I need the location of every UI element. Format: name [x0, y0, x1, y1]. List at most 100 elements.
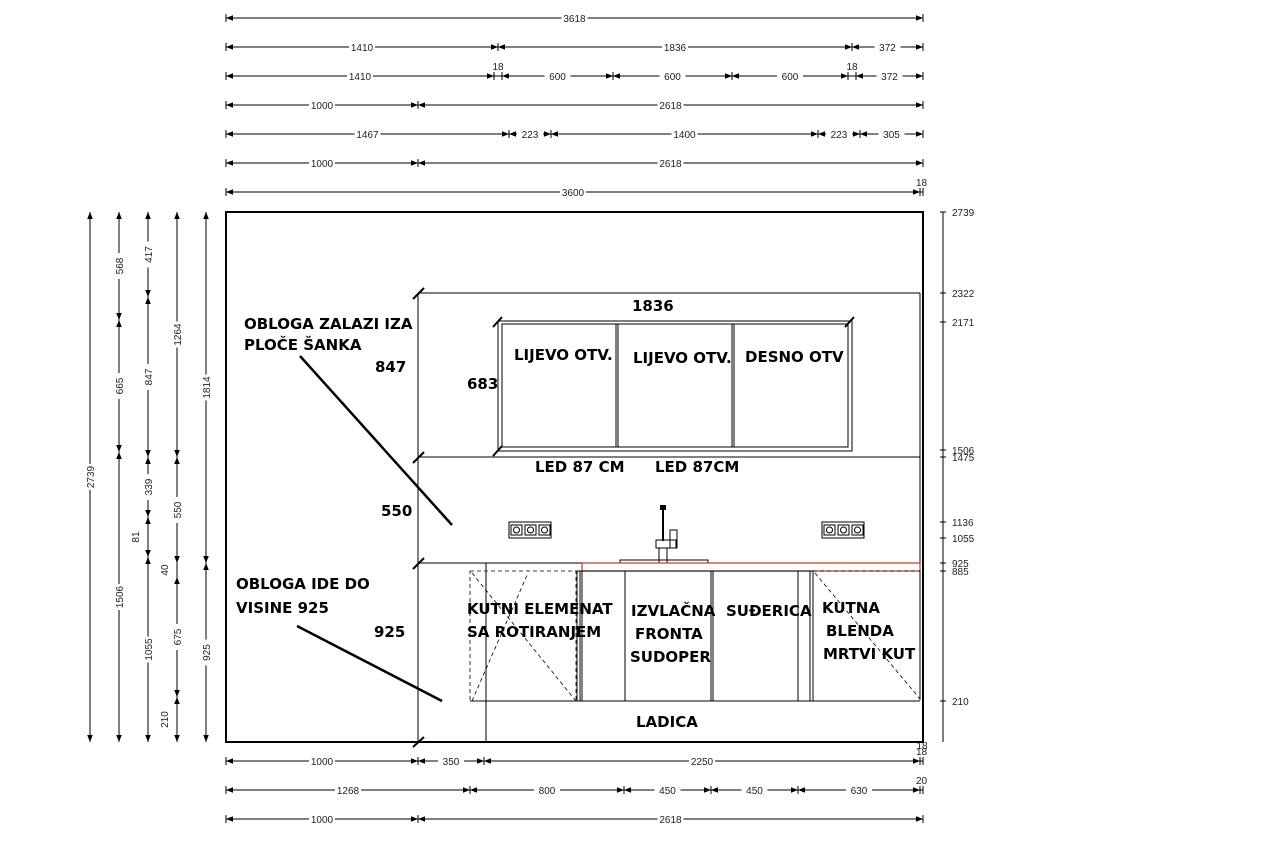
dim-label-bg	[171, 624, 183, 650]
dim-label-bg	[347, 70, 373, 81]
dim-label-bg	[846, 784, 872, 795]
dim-label-bg	[876, 70, 903, 81]
dim-label-bg	[113, 584, 125, 610]
height-550-label: 550	[381, 502, 412, 520]
dim-label-bg	[657, 813, 684, 824]
dim-label-bg	[142, 241, 154, 268]
tick-mark	[844, 316, 855, 328]
dim-label: 1506	[115, 585, 126, 608]
dim-label: 18	[492, 62, 504, 73]
level-label: 2171	[952, 318, 975, 329]
dim-label: 372	[881, 72, 898, 83]
upper-cabinet-block	[497, 320, 853, 452]
dim-label-bg	[659, 70, 686, 81]
upper-cabinet-3-label: DESNO OTV	[745, 348, 844, 366]
dim-label-bg	[561, 12, 588, 23]
dim-label: 18	[916, 747, 928, 758]
dim-label: 630	[851, 786, 868, 797]
tick-mark	[412, 451, 425, 464]
dim-label: 40	[160, 564, 171, 576]
dim-label: 18	[846, 62, 858, 73]
dim-label-bg	[671, 128, 698, 139]
dim-label-bg	[544, 70, 571, 81]
dim-label-bg	[517, 128, 543, 139]
dim-label-bg	[349, 41, 375, 52]
dim-label: 1814	[202, 376, 213, 399]
dim-label: 305	[883, 130, 900, 141]
led-label-right: LED 87CM	[655, 458, 739, 476]
dim-label: 1000	[311, 757, 334, 768]
level-label: 18	[916, 741, 928, 752]
socket-left	[508, 521, 552, 539]
upper-note-leader	[299, 355, 453, 526]
dim-label-bg	[874, 41, 901, 52]
dim-label: 81	[131, 531, 142, 543]
upper-cabinet-1-label: LIJEVO OTV.	[514, 346, 613, 364]
level-label: 925	[952, 559, 969, 570]
dim-label: 800	[539, 786, 556, 797]
dim-label: 450	[746, 786, 763, 797]
level-label: 1475	[952, 453, 975, 464]
dim-label: 2739	[86, 465, 97, 488]
height-847-label: 847	[375, 358, 406, 376]
tick-mark	[412, 287, 425, 300]
dim-label: 600	[664, 72, 681, 83]
socket-right	[821, 521, 865, 539]
dim-label: 675	[173, 628, 184, 645]
dim-label-bg	[438, 755, 464, 766]
dim-label: 847	[144, 368, 155, 385]
dim-label-bg	[689, 755, 715, 766]
blind-corner-line1: KUTNA	[822, 599, 880, 617]
dim-label-bg	[171, 321, 183, 348]
dim-label: 3600	[562, 188, 585, 199]
dim-label-bg	[878, 128, 905, 139]
dim-label: 450	[659, 786, 676, 797]
dim-label: 223	[522, 130, 539, 141]
dim-label-bg	[826, 128, 852, 139]
dim-label: 1000	[311, 159, 334, 170]
corner-unit-line1: KUTNI ELEMENAT	[467, 600, 613, 618]
lower-note-line1: OBLOGA IDE DO	[236, 575, 370, 593]
dim-label: 1000	[311, 101, 334, 112]
dim-label-bg	[309, 813, 335, 824]
dim-label: 2618	[659, 101, 682, 112]
upper-height-label: 683	[467, 375, 498, 393]
dim-label-bg	[657, 99, 684, 110]
dim-label: 1400	[673, 130, 696, 141]
dim-label: 2618	[659, 815, 682, 826]
upper-cabinet-2-label: LIJEVO OTV.	[633, 349, 732, 367]
dim-label-bg	[335, 784, 361, 795]
sink-unit-line3: SUDOPER	[630, 648, 711, 666]
dim-label-bg	[142, 474, 154, 500]
dim-label-bg	[657, 157, 684, 168]
dim-label: 1000	[311, 815, 334, 826]
upper-note-line2: PLOČE ŠANKA	[244, 335, 362, 354]
sink-unit-line2: FRONTA	[635, 625, 703, 643]
level-label: 885	[952, 567, 969, 578]
dim-label: 550	[173, 501, 184, 518]
upper-cabinet-inner	[501, 323, 849, 448]
dim-label-bg	[171, 497, 183, 523]
dim-label-bg	[200, 639, 212, 666]
dim-label-bg	[662, 41, 688, 52]
dim-label: 417	[144, 246, 155, 263]
level-label: 210	[952, 697, 969, 708]
dim-label: 20	[916, 776, 928, 787]
corner-unit-line2: SA ROTIRANJEM	[467, 623, 601, 641]
dim-label: 223	[831, 130, 848, 141]
height-925-label: 925	[374, 623, 405, 641]
corner-unit-opening	[471, 572, 577, 702]
dim-label: 600	[549, 72, 566, 83]
dim-label: 1268	[337, 786, 360, 797]
dishwasher-label: SUĐERICA	[726, 602, 812, 620]
dim-label: 372	[879, 43, 896, 54]
dim-label: 18	[916, 178, 928, 189]
dim-label-bg	[560, 186, 586, 197]
level-label: 1136	[952, 518, 974, 529]
dim-label: 3618	[563, 14, 586, 25]
led-label-left: LED 87 CM	[535, 458, 625, 476]
lower-note-leader	[296, 624, 443, 703]
dim-label-bg	[142, 636, 154, 663]
dim-label: 665	[115, 377, 126, 394]
